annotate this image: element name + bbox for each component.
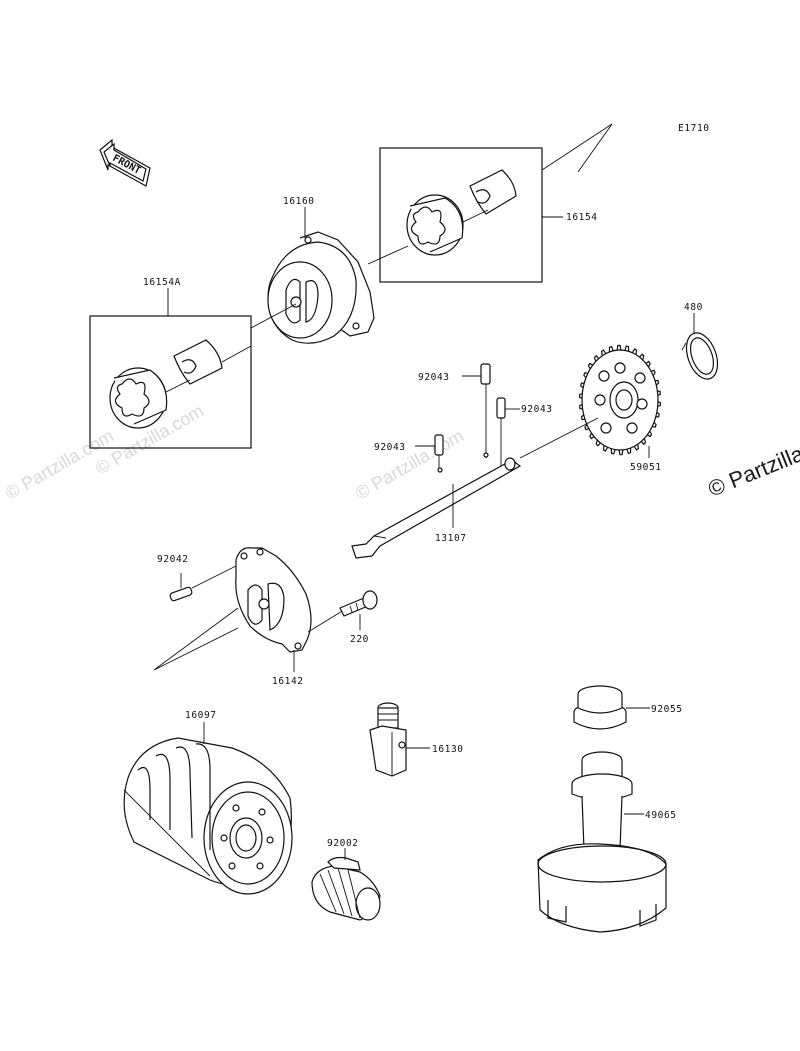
label-16160: 16160 xyxy=(283,196,315,207)
tool-49065 xyxy=(537,751,667,933)
label-59051: 59051 xyxy=(630,462,662,473)
rotor-outer-16154a xyxy=(109,367,168,429)
label-92043-right: 92043 xyxy=(521,404,553,415)
label-16130: 16130 xyxy=(432,744,464,755)
label-92055: 92055 xyxy=(651,704,683,715)
cap-92055 xyxy=(573,685,627,730)
box-16154 xyxy=(379,123,613,283)
box-16154a xyxy=(89,288,297,449)
label-480: 480 xyxy=(684,302,703,313)
oil-filter-16097 xyxy=(123,737,293,895)
cover-16142 xyxy=(235,547,312,653)
rotor-inner-16154 xyxy=(469,169,517,215)
label-92043-left: 92043 xyxy=(374,442,406,453)
rotor-inner-16154a xyxy=(173,339,223,385)
label-49065: 49065 xyxy=(645,810,677,821)
watermark-2: © Partzilla.com xyxy=(352,425,467,503)
label-16154: 16154 xyxy=(566,212,598,223)
pin-92043-left xyxy=(434,434,444,456)
label-92042: 92042 xyxy=(157,554,189,565)
shaft-13107 xyxy=(351,452,522,559)
watermark-right: © Partzilla xyxy=(705,440,800,501)
label-92043-top: 92043 xyxy=(418,372,450,383)
label-92002: 92002 xyxy=(327,838,359,849)
gear-59051 xyxy=(578,344,662,456)
label-16154a: 16154A xyxy=(143,277,181,288)
circlip-480 xyxy=(681,332,719,380)
label-16097: 16097 xyxy=(185,710,217,721)
diagram-code: E1710 xyxy=(678,123,710,134)
nipple-92002 xyxy=(311,856,381,921)
pin-92043-right xyxy=(496,397,506,419)
rotor-outer-16154 xyxy=(406,194,464,256)
label-13107: 13107 xyxy=(435,533,467,544)
fitting-16130 xyxy=(369,702,407,777)
label-16142: 16142 xyxy=(272,676,304,687)
front-arrow-icon: FRONT xyxy=(99,138,151,187)
label-220: 220 xyxy=(350,634,369,645)
pump-housing-16160 xyxy=(267,231,375,344)
bolt-220 xyxy=(339,590,378,617)
pin-92042 xyxy=(169,586,193,602)
pin-92043-top xyxy=(480,363,491,385)
